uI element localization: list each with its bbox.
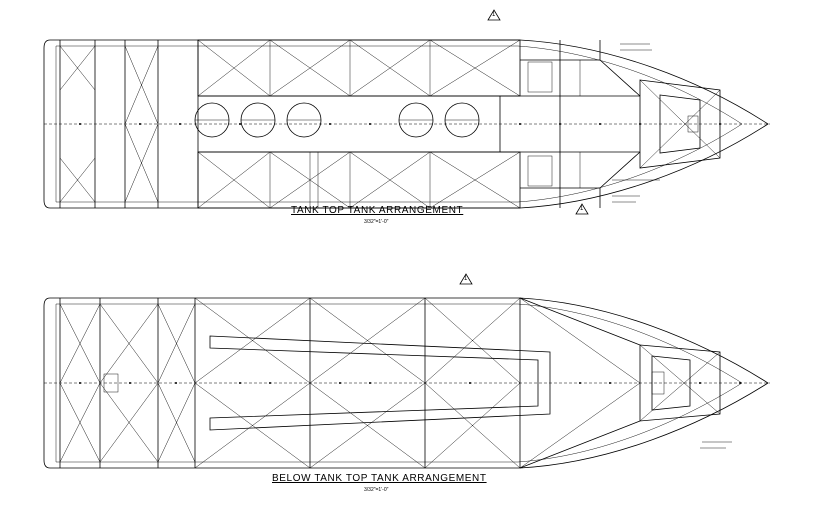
revision-number-mid: 1 (580, 206, 584, 212)
revision-triangle-mid (575, 203, 589, 215)
top-frame-ticks (79, 123, 721, 125)
revision-triangle-top (487, 9, 501, 21)
plan-scale-below-tank-top: 3/32"=1'-0" (364, 487, 389, 493)
revision-number-bottom: 1 (464, 276, 468, 282)
top-round-tanks (194, 102, 480, 138)
tank-top-plan (43, 39, 770, 209)
plan-scale-tank-top: 3/32"=1'-0" (364, 219, 389, 225)
plan-title-tank-top: TANK TOP TANK ARRANGEMENT (291, 205, 464, 216)
revision-triangle-bottom (459, 273, 473, 285)
bottom-frame-ticks (79, 382, 741, 384)
plan-title-below-tank-top: BELOW TANK TOP TANK ARRANGEMENT (272, 473, 487, 484)
revision-number-top: 1 (492, 12, 496, 18)
top-hull-outline (43, 39, 769, 209)
bottom-hull-outline (43, 297, 769, 469)
below-tank-top-plan (43, 297, 770, 469)
